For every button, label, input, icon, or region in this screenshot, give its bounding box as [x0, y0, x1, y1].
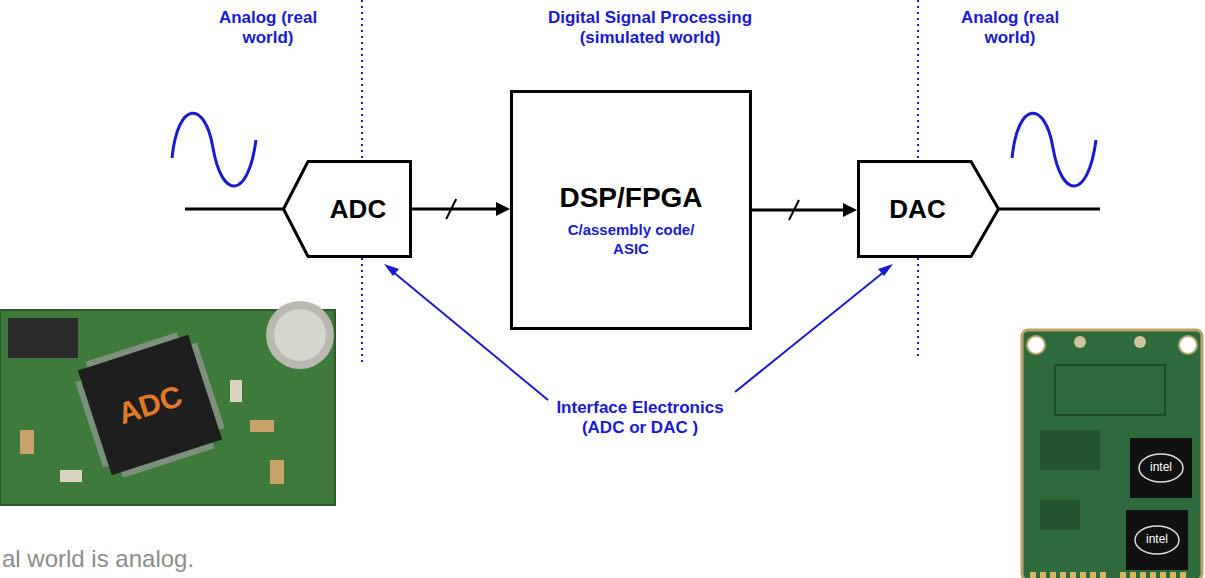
- bus-slash: [789, 200, 799, 220]
- bus-line: [412, 208, 498, 211]
- domain-label: Digital Signal Processing (simulated wor…: [530, 8, 770, 49]
- callout-label: Interface Electronics (ADC or DAC ): [540, 398, 740, 439]
- dac-block: DAC: [857, 160, 1000, 258]
- chip-logo: intel: [1141, 460, 1181, 474]
- block-shape: [859, 162, 999, 257]
- domain-label: Analog (real world): [208, 8, 328, 49]
- processor-box: DSP/FPGAC/assembly code/ ASIC: [510, 90, 752, 330]
- output-wire: [998, 208, 1100, 211]
- chip-logo: intel: [1137, 532, 1177, 546]
- bus-slash: [446, 199, 456, 219]
- bus-line: [752, 209, 845, 212]
- block-shape: [512, 92, 751, 329]
- arrowhead: [496, 202, 510, 216]
- leader-arrowhead: [878, 264, 893, 276]
- data-bus-arrow: [412, 199, 510, 219]
- leader-line: [735, 271, 885, 392]
- leader-arrowhead: [384, 264, 399, 276]
- block-shape: [284, 162, 411, 257]
- adc-chip-photo: [0, 301, 335, 505]
- block-title: DAC: [889, 193, 967, 226]
- sine-wave: [172, 113, 256, 186]
- domain-label: Analog (real world): [950, 8, 1070, 49]
- block-title: DSP/FPGA: [559, 162, 702, 221]
- block-subtitle: C/assembly code/ ASIC: [556, 221, 706, 259]
- intel-card-photo: [1022, 330, 1202, 578]
- block-title: ADC: [308, 193, 386, 226]
- sine-wave: [1012, 113, 1096, 186]
- data-bus-arrow: [752, 200, 857, 220]
- input-wire: [185, 208, 284, 211]
- adc-block: ADC: [282, 160, 412, 258]
- arrowhead: [843, 203, 857, 217]
- slide-text: al world is analog.: [2, 545, 194, 574]
